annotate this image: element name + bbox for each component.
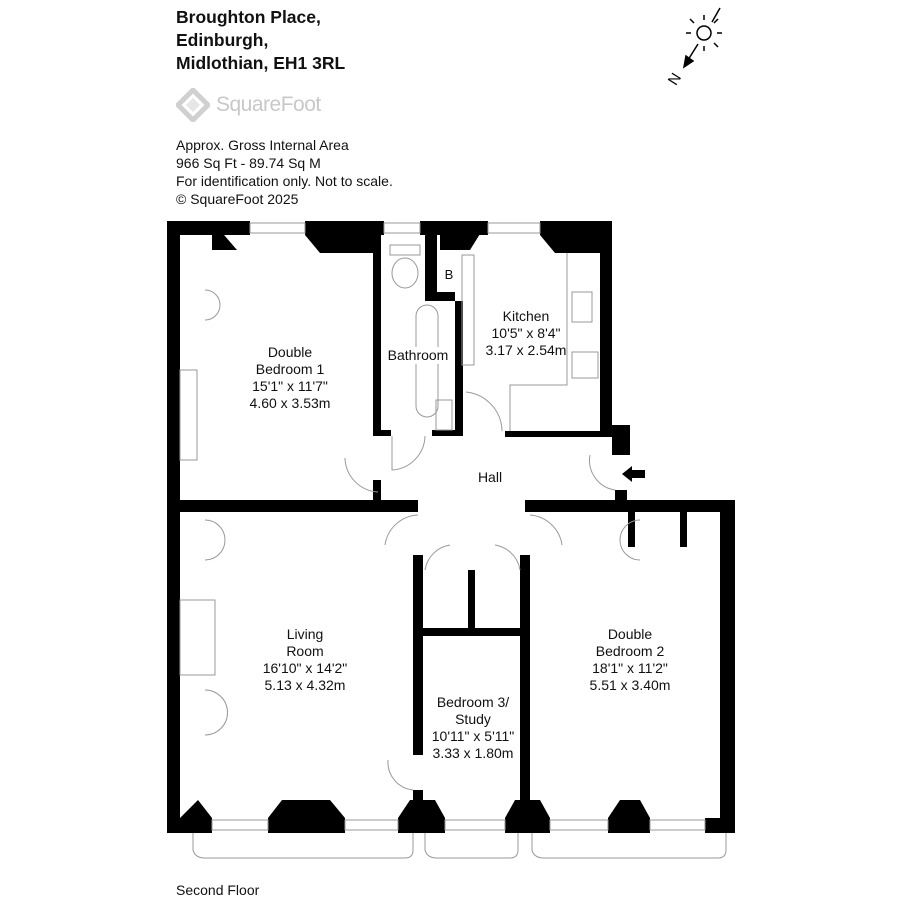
room-name: Double bbox=[607, 626, 653, 642]
area-info: Approx. Gross Internal Area 966 Sq Ft - … bbox=[176, 136, 393, 208]
address-line-2: Edinburgh, bbox=[176, 30, 269, 50]
room-double-bedroom-2: Double Bedroom 2 18'1" x 11'2" 5.51 x 3.… bbox=[590, 626, 671, 694]
room-living-room: Living Room 16'10" x 14'2" 5.13 x 4.32m bbox=[263, 626, 348, 694]
squarefoot-logo-icon bbox=[176, 88, 210, 122]
room-double-bedroom-1: Double Bedroom 1 15'1" x 11'7" 4.60 x 3.… bbox=[250, 344, 331, 412]
room-name: Double bbox=[267, 344, 313, 360]
room-name: Kitchen bbox=[502, 308, 550, 324]
floor-label: Second Floor bbox=[176, 882, 260, 898]
boiler-label: B bbox=[444, 267, 454, 282]
property-address: Broughton Place, Edinburgh, Midlothian, … bbox=[176, 6, 345, 75]
room-size-imperial: 16'10" x 14'2" bbox=[262, 660, 348, 676]
room-size-imperial: 18'1" x 11'2" bbox=[592, 660, 668, 676]
room-kitchen: Kitchen 10'5" x 8'4" 3.17 x 2.54m bbox=[486, 308, 567, 359]
compass-north-label: N bbox=[665, 70, 685, 88]
fixtures bbox=[179, 222, 727, 859]
room-name: Bedroom 2 bbox=[595, 643, 665, 659]
room-size-metric: 5.51 x 3.40m bbox=[589, 677, 671, 693]
room-size-imperial: 15'1" x 11'7" bbox=[252, 378, 328, 394]
room-name: Bedroom 3/ bbox=[436, 694, 510, 710]
room-name: Study bbox=[455, 711, 491, 727]
room-name: Room bbox=[286, 643, 324, 659]
room-size-metric: 3.33 x 1.80m bbox=[432, 745, 514, 761]
room-size-imperial: 10'11" x 5'11" bbox=[431, 728, 515, 744]
squarefoot-logo: SquareFoot bbox=[176, 88, 321, 122]
room-size-metric: 4.60 x 3.53m bbox=[249, 395, 331, 411]
room-size-metric: 3.17 x 2.54m bbox=[485, 342, 567, 358]
compass-sun-icon bbox=[682, 7, 722, 69]
disclaimer: For identification only. Not to scale. bbox=[176, 173, 393, 189]
area-value: 966 Sq Ft - 89.74 Sq M bbox=[176, 155, 321, 171]
room-size-imperial: 10'5" x 8'4" bbox=[491, 325, 561, 341]
address-line-3: Midlothian, EH1 3RL bbox=[176, 53, 346, 73]
room-bathroom: Bathroom bbox=[387, 347, 449, 364]
copyright: © SquareFoot 2025 bbox=[176, 191, 299, 207]
logo-text: SquareFoot bbox=[216, 93, 321, 116]
room-name: Living bbox=[286, 626, 324, 642]
room-hall: Hall bbox=[477, 469, 503, 485]
room-bedroom-3-study: Bedroom 3/ Study 10'11" x 5'11" 3.33 x 1… bbox=[432, 694, 515, 762]
entrance-arrow-icon bbox=[622, 466, 645, 482]
room-size-metric: 5.13 x 4.32m bbox=[264, 677, 346, 693]
area-label: Approx. Gross Internal Area bbox=[176, 137, 349, 153]
address-line-1: Broughton Place, bbox=[176, 7, 321, 27]
room-name: Bedroom 1 bbox=[255, 361, 325, 377]
walls bbox=[167, 221, 735, 833]
